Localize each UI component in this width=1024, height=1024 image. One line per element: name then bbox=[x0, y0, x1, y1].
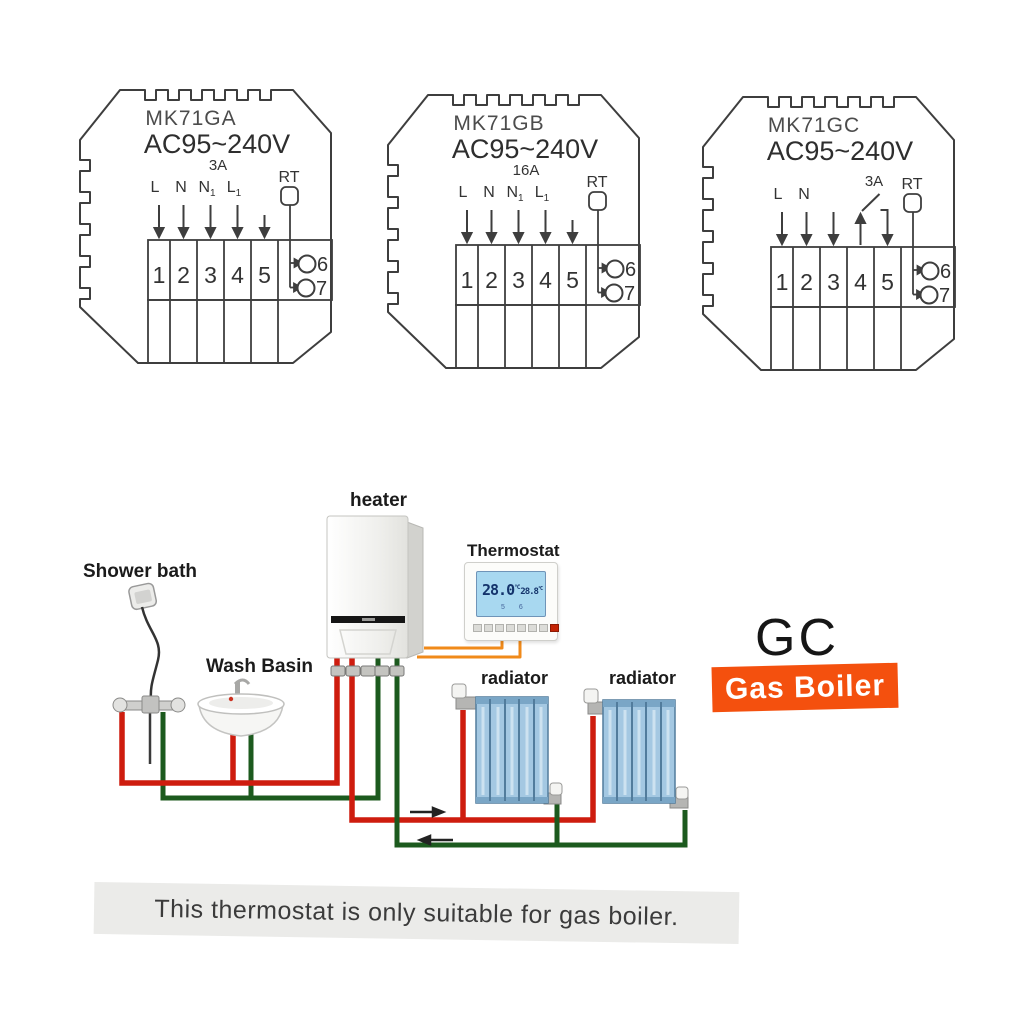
wash-basin-fixture bbox=[197, 678, 285, 737]
thermostat-label: Thermostat bbox=[467, 541, 560, 560]
radiator-1-graphic bbox=[451, 683, 563, 805]
terminal-strip bbox=[147, 239, 333, 364]
radiator-2-label: radiator bbox=[609, 668, 677, 688]
wire-label: N bbox=[483, 184, 495, 201]
module-amperage-text: 3A bbox=[865, 173, 883, 190]
terminal-number: 5 bbox=[881, 269, 894, 295]
switch-blade bbox=[861, 193, 881, 212]
terminal-number: 1 bbox=[461, 267, 474, 293]
sensor-terminal-number: 6 bbox=[940, 261, 951, 283]
thermostat-power-button bbox=[550, 624, 559, 632]
sensor-terminal-number: 6 bbox=[625, 259, 636, 281]
heater-graphic bbox=[326, 515, 424, 659]
terminal-number: 1 bbox=[153, 262, 166, 288]
terminal-number: 4 bbox=[854, 269, 867, 295]
terminal-strip bbox=[455, 244, 641, 369]
rt-label: RT bbox=[278, 169, 299, 186]
sensor-terminal-7 bbox=[919, 285, 939, 305]
wire-label: L bbox=[774, 186, 783, 203]
module-outline bbox=[702, 96, 955, 371]
radiator-2-graphic bbox=[583, 688, 689, 809]
shower-fixture bbox=[112, 582, 186, 764]
module-model-text: MK71GC bbox=[768, 114, 860, 137]
return-pipes-upper bbox=[160, 655, 381, 801]
rt-label: RT bbox=[901, 176, 922, 193]
wiring-arrows bbox=[460, 210, 579, 245]
module-outline bbox=[79, 89, 332, 364]
terminal-number: 2 bbox=[800, 269, 813, 295]
wiring-arrows bbox=[775, 193, 894, 247]
terminal-number: 2 bbox=[177, 262, 190, 288]
terminal-number: 2 bbox=[485, 267, 498, 293]
wire-label: L bbox=[459, 184, 468, 201]
radiator-1-label: radiator bbox=[481, 668, 549, 688]
flow-arrow-supply bbox=[410, 806, 447, 818]
terminal-number: 3 bbox=[512, 267, 525, 293]
sensor-terminal-number: 7 bbox=[939, 285, 950, 307]
sensor-terminal-number: 7 bbox=[624, 283, 635, 305]
thermostat-sub-marks: 5 6 bbox=[501, 604, 529, 611]
thermostat-device: 28.0°C 28.8°C 5 6 bbox=[464, 562, 559, 641]
sensor-terminal-number: 6 bbox=[317, 254, 328, 276]
flow-arrow-return bbox=[416, 834, 453, 846]
sensor-terminal-6 bbox=[920, 261, 940, 281]
pipe-valves bbox=[330, 665, 405, 677]
terminal-number: 5 bbox=[566, 267, 579, 293]
sensor-terminal-6 bbox=[297, 254, 317, 274]
sensor-terminal-7 bbox=[604, 283, 624, 303]
wire-label: N bbox=[798, 186, 810, 203]
wiring-arrows bbox=[152, 205, 271, 240]
basin-label: Wash Basin bbox=[206, 656, 313, 677]
wire-label: L bbox=[151, 179, 160, 196]
thermostat-main-temp: 28.0°C bbox=[482, 581, 520, 599]
terminal-number: 4 bbox=[231, 262, 244, 288]
sensor-terminal-6 bbox=[605, 259, 625, 279]
heater-label: heater bbox=[350, 490, 408, 511]
wire-label: N1 bbox=[198, 179, 216, 199]
caption-bar: This thermostat is only suitable for gas… bbox=[93, 881, 740, 945]
terminal-number: 3 bbox=[827, 269, 840, 295]
shower-label: Shower bath bbox=[83, 561, 198, 582]
terminal-number: 5 bbox=[258, 262, 271, 288]
terminal-number: 4 bbox=[539, 267, 552, 293]
terminal-number: 1 bbox=[776, 269, 789, 295]
wire-label: L1 bbox=[227, 179, 242, 199]
module-amperage-text: 16A bbox=[513, 162, 540, 179]
hot-water-pipes bbox=[119, 655, 596, 823]
module-outline bbox=[387, 94, 640, 369]
wire-label: N1 bbox=[506, 184, 524, 204]
module-voltage-text: AC95~240V bbox=[144, 129, 290, 159]
terminal-number: 3 bbox=[204, 262, 217, 288]
model-code-callout: GC bbox=[755, 609, 839, 667]
sensor-terminal-number: 7 bbox=[316, 278, 327, 300]
thermostat-buttons bbox=[473, 624, 559, 632]
terminal-strip bbox=[770, 246, 956, 371]
wire-label: L1 bbox=[535, 184, 550, 204]
rt-label: RT bbox=[586, 174, 607, 191]
module-amperage-text: 3A bbox=[209, 157, 227, 174]
wire-label: N bbox=[175, 179, 187, 196]
sensor-terminal-7 bbox=[296, 278, 316, 298]
thermostat-screen: 28.0°C 28.8°C 5 6 bbox=[476, 571, 546, 617]
module-model-text: MK71GB bbox=[453, 112, 544, 135]
module-model-text: MK71GA bbox=[145, 107, 236, 130]
module-voltage-text: AC95~240V bbox=[452, 134, 598, 164]
module-voltage-text: AC95~240V bbox=[767, 136, 913, 166]
return-pipes-lower bbox=[394, 655, 688, 848]
gas-boiler-banner: Gas Boiler bbox=[711, 662, 899, 713]
thermostat-set-temp: 28.8°C bbox=[520, 586, 543, 597]
